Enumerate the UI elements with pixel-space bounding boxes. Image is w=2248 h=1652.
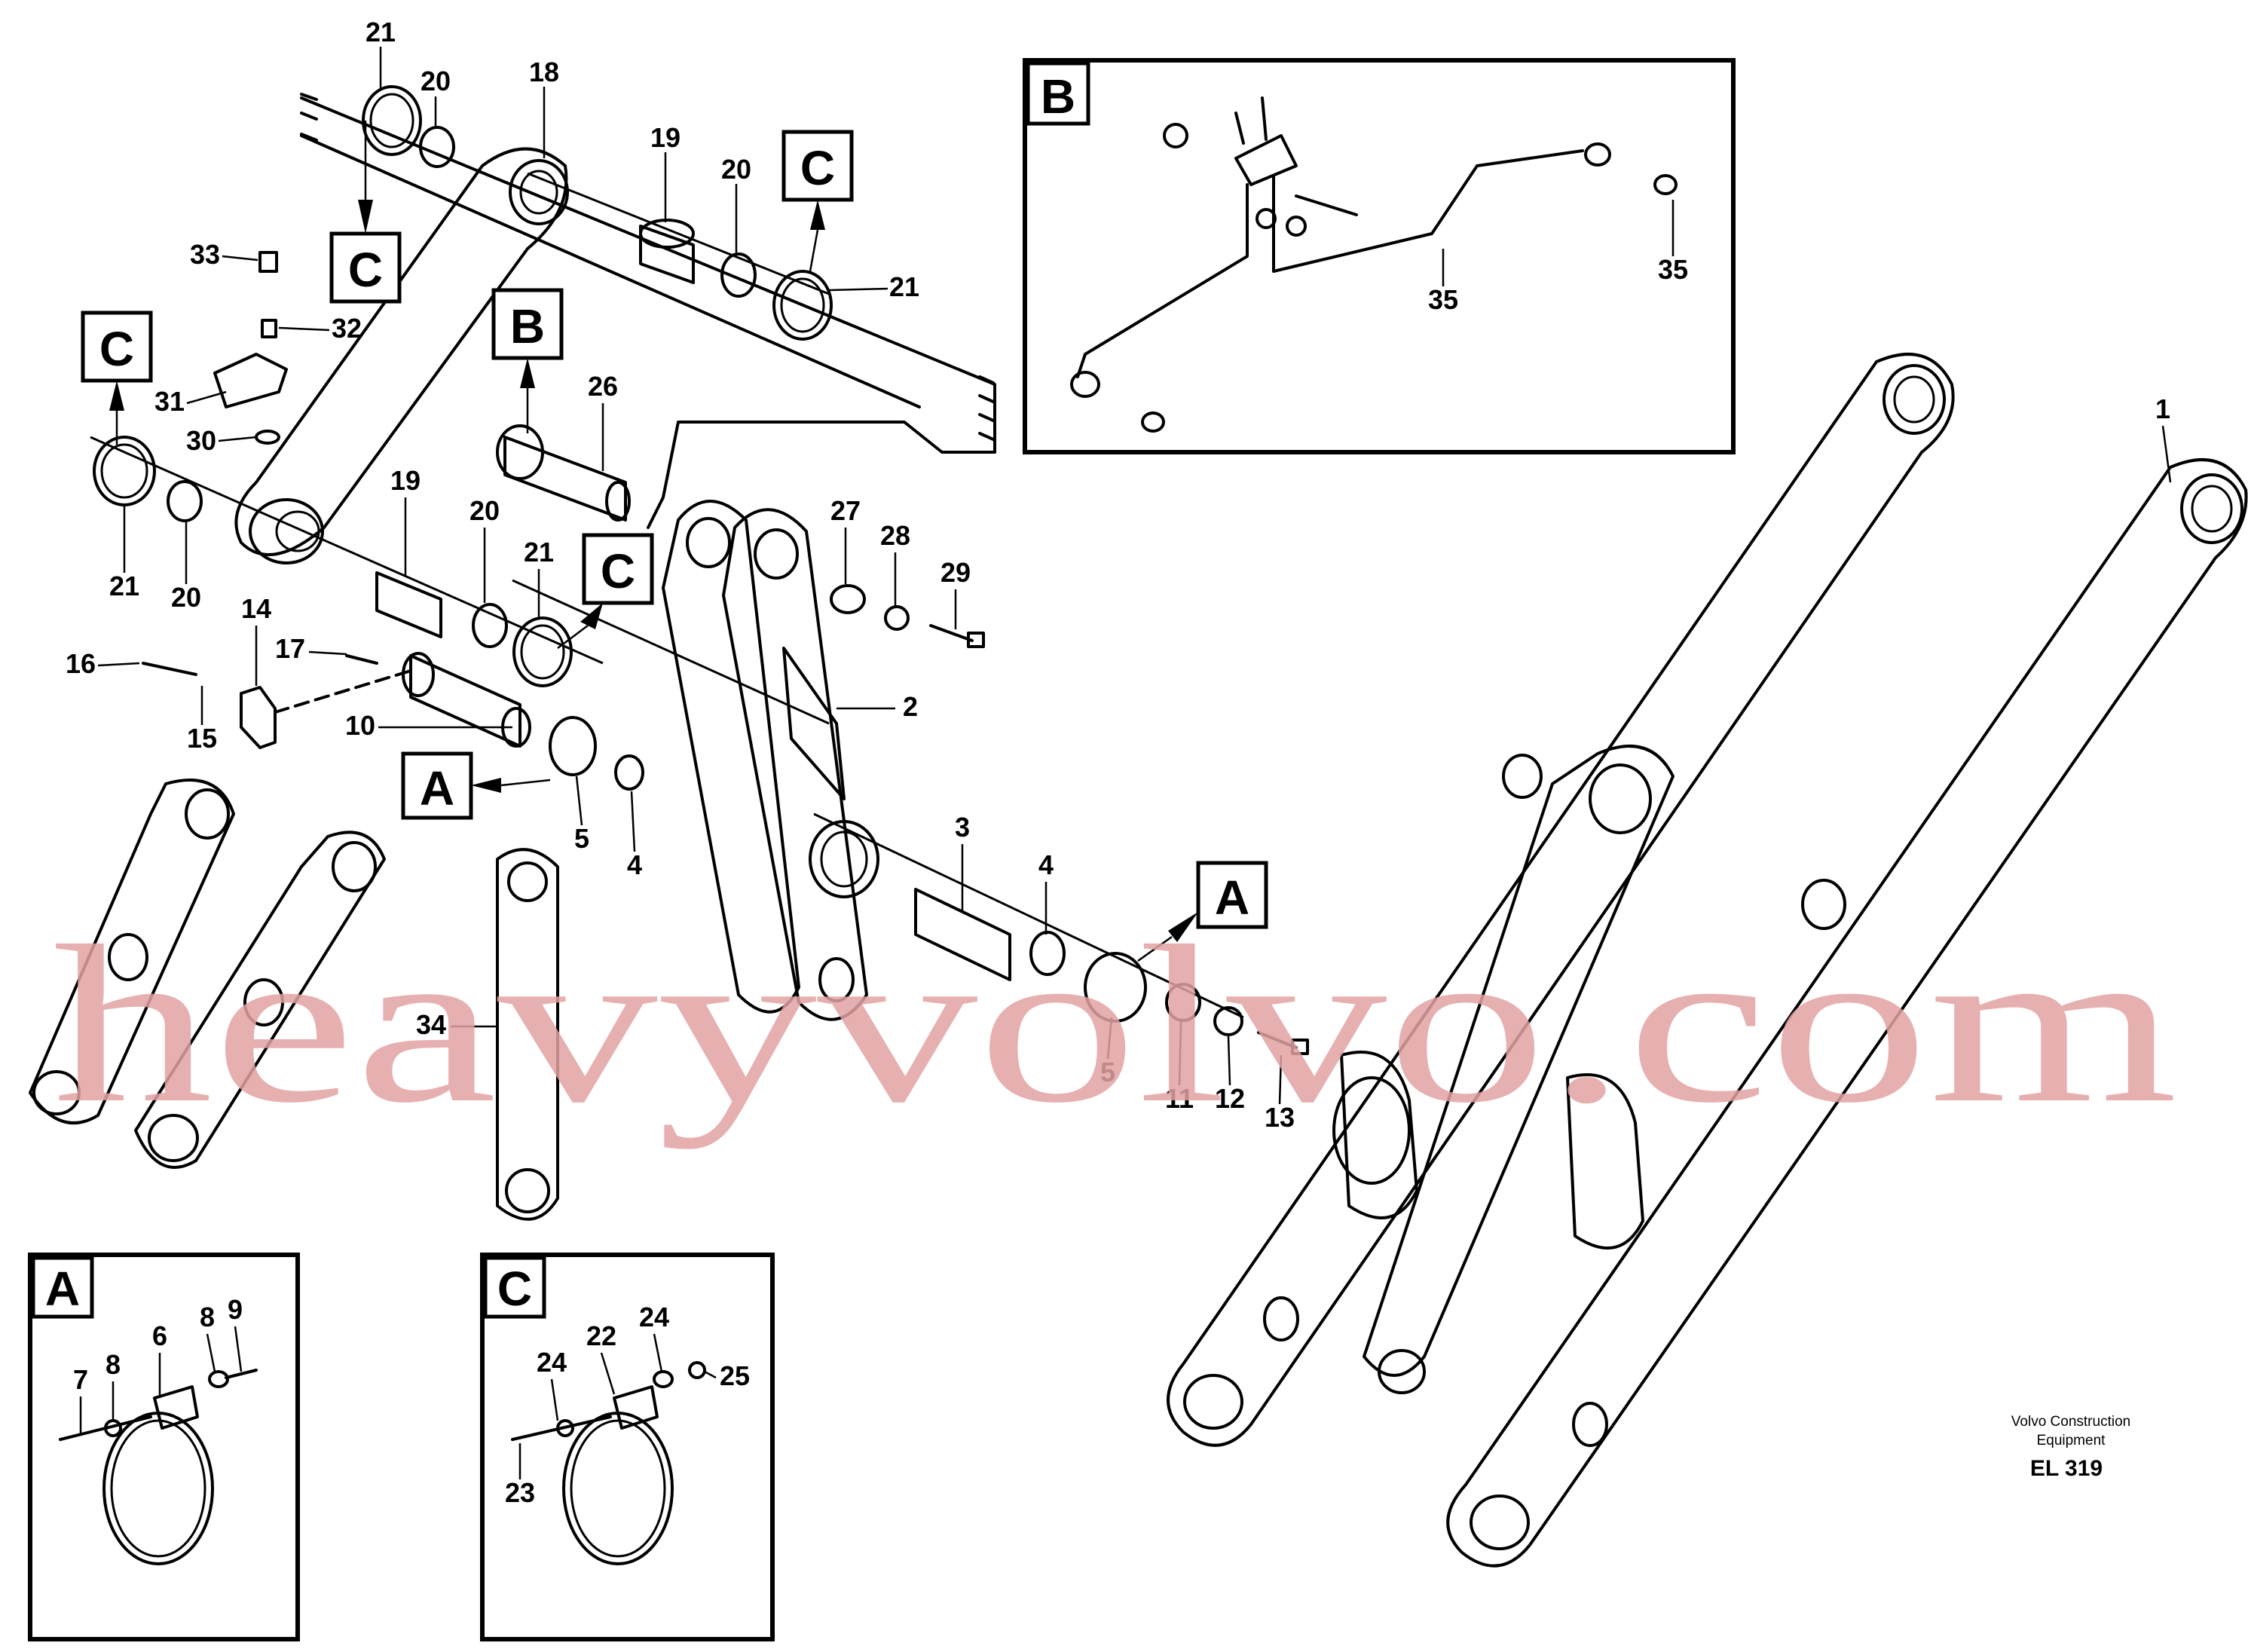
inset-a-title: A (45, 1262, 80, 1316)
label-4: 4 (1038, 849, 1054, 880)
label-33: 33 (190, 239, 220, 270)
axis-lines (90, 172, 1244, 1019)
caption-block: Volvo Construction Equipment EL 319 (2011, 1414, 2130, 1481)
label-28: 28 (880, 520, 910, 551)
label-7: 7 (73, 1364, 88, 1395)
label-8: 8 (200, 1302, 215, 1332)
callout-c-middle: C (557, 533, 654, 649)
svg-text:A: A (420, 761, 454, 815)
label-21: 21 (889, 271, 919, 302)
inset-c: C (480, 1253, 775, 1641)
label-12: 12 (1215, 1083, 1245, 1114)
label-20: 20 (421, 66, 451, 96)
bracket-assembly (213, 251, 288, 445)
label-30: 30 (186, 425, 216, 456)
svg-text:C: C (348, 243, 383, 297)
svg-text:B: B (510, 299, 545, 353)
label-23: 23 (505, 1477, 535, 1508)
label-34: 34 (416, 1009, 446, 1040)
pin-26 (496, 424, 631, 522)
callout-c-upper-right: C (781, 130, 854, 272)
caption-line1: Volvo Construction (2011, 1414, 2130, 1430)
label-8: 8 (106, 1349, 121, 1380)
label-19: 19 (390, 465, 421, 496)
label-21: 21 (365, 17, 396, 47)
watermark: heavyvolvo.com (53, 899, 2178, 1150)
label-3: 3 (955, 812, 970, 843)
label-14: 14 (241, 593, 271, 624)
arm-link (234, 147, 569, 564)
label-24: 24 (537, 1347, 567, 1378)
label-19: 19 (650, 122, 681, 153)
svg-text:A: A (1215, 870, 1249, 925)
left-link-arms (29, 779, 386, 1169)
label-9: 9 (228, 1294, 243, 1325)
upper-bushings (362, 85, 833, 341)
label-29: 29 (940, 557, 971, 588)
label-35: 35 (1658, 254, 1688, 285)
inset-b-title: B (1041, 69, 1075, 124)
label-5: 5 (574, 823, 589, 854)
label-31: 31 (154, 386, 185, 417)
label-25: 25 (720, 1360, 750, 1391)
link-34 (496, 848, 559, 1221)
callout-c-left: C (81, 311, 153, 445)
upper-frame-link (300, 93, 996, 529)
label-26: 26 (588, 371, 618, 402)
label-17: 17 (275, 633, 305, 664)
center-levers (662, 500, 879, 1021)
label-10: 10 (345, 710, 375, 741)
label-20: 20 (721, 154, 751, 185)
pin-10 (142, 652, 531, 749)
callout-b-main: B (491, 288, 564, 433)
label-2: 2 (903, 691, 918, 722)
label-32: 32 (332, 313, 362, 344)
label-20: 20 (171, 582, 201, 613)
label-24: 24 (639, 1302, 669, 1332)
label-15: 15 (187, 723, 217, 754)
label-1: 1 (2155, 393, 2170, 424)
label-13: 13 (1265, 1102, 1295, 1133)
label-27: 27 (830, 495, 861, 526)
inset-a: A (28, 1253, 300, 1641)
inset-c-title: C (497, 1262, 532, 1316)
svg-text:C: C (99, 322, 134, 376)
left-bushings (93, 436, 573, 687)
rings-left (549, 716, 644, 791)
label-11: 11 (1165, 1083, 1194, 1114)
callout-a-left: A (401, 751, 551, 820)
label-20: 20 (469, 495, 500, 526)
bushing-3 (914, 888, 1309, 1055)
caption-line2: Equipment (2037, 1433, 2106, 1449)
label-16: 16 (66, 648, 96, 679)
part-labels: 21 20 18 19 20 21 33 32 31 30 21 20 26 1… (66, 17, 2172, 1508)
label-22: 22 (586, 1320, 616, 1351)
drawing-code: EL 319 (2030, 1456, 2103, 1481)
label-21: 21 (109, 571, 139, 601)
label-4: 4 (627, 849, 642, 880)
svg-text:C: C (601, 544, 635, 598)
label-5: 5 (1100, 1057, 1115, 1088)
callout-a-right: A (1137, 861, 1268, 962)
svg-text:C: C (800, 141, 835, 195)
main-boom (1167, 353, 2248, 1568)
label-6: 6 (152, 1320, 167, 1351)
label-18: 18 (529, 57, 559, 87)
washers-bolt-upper (830, 584, 985, 648)
callout-c-top: C (329, 121, 402, 304)
label-35: 35 (1428, 284, 1458, 315)
label-21: 21 (524, 537, 554, 567)
inset-b: B (1023, 58, 1736, 454)
